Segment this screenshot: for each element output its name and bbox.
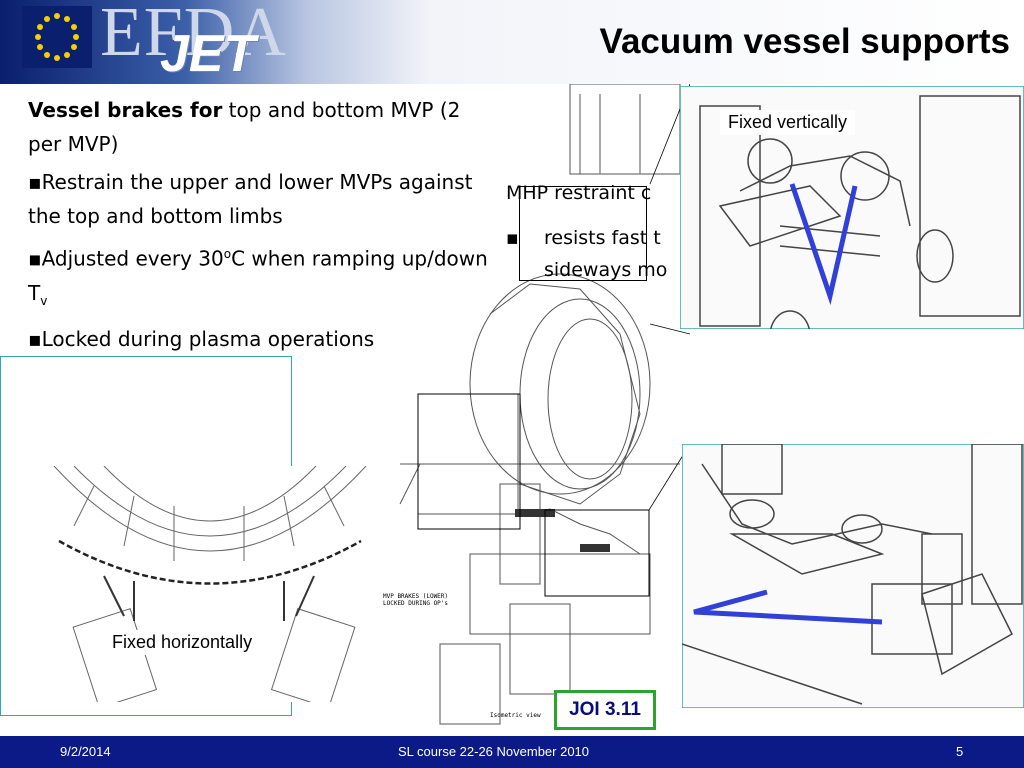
efda-logo-text: EFDA [100, 0, 287, 71]
bullet-icon: ▪ [28, 170, 42, 194]
jet-logo-text: JET [160, 25, 256, 83]
bullet-2-mid: C when ramping up/down T [28, 246, 488, 305]
footer-page-number: 5 [956, 744, 964, 759]
drawing-caption: MVP BRAKES (LOWER) LOCKED DURING OP's [383, 593, 449, 607]
heading-line: Vessel brakes for top and bottom MVP (2 … [28, 93, 488, 161]
mhp-restraint-text: MHP restraint c [506, 182, 652, 204]
bullet-icon: ▪ [28, 326, 42, 351]
fixed-vertically-label: Fixed vertically [720, 110, 856, 135]
bullet-icon: ▪ [28, 246, 42, 271]
heading-bold: Vessel brakes for [28, 98, 223, 122]
mhp-bullet-line-2: sideways mo [544, 259, 668, 281]
mhp-bullet-line-1: ▪resists fast t [506, 222, 667, 254]
bullet-1: ▪Restrain the upper and lower MVPs again… [28, 165, 488, 233]
isometric-drawing [399, 84, 690, 725]
eu-stars-icon [22, 6, 92, 68]
mhp-bullet: ▪resists fast t sideways mo [506, 222, 667, 286]
fixed-horizontally-label: Fixed horizontally [104, 630, 261, 655]
bullet-2-pre: Adjusted every 30 [41, 246, 224, 271]
bullet-2-sub: v [40, 293, 48, 308]
header-banner: EFDA JET Vacuum vessel supports [0, 0, 1024, 84]
footer-course: SL course 22-26 November 2010 [398, 744, 590, 759]
joi-badge: JOI 3.11 [554, 690, 656, 730]
isometric-label: Isometric view [490, 712, 541, 719]
bullet-2: ▪Adjusted every 30oC when ramping up/dow… [28, 237, 488, 318]
bullet-3: ▪Locked during plasma operations [28, 322, 488, 356]
bullet-3-text: Locked during plasma operations [41, 326, 375, 351]
bullet-2-sup: o [223, 247, 232, 261]
footer-bar: 9/2/2014 SL course 22-26 November 2010 5 [0, 736, 1024, 768]
horizontal-brake-drawing [44, 466, 376, 702]
vessel-brakes-text: Vessel brakes for top and bottom MVP (2 … [28, 93, 488, 360]
lower-brake-photo [682, 444, 1024, 708]
callout-box [519, 186, 647, 281]
footer-date: 9/2/2014 [60, 744, 111, 759]
page-title: Vacuum vessel supports [599, 22, 1010, 61]
heading-rest: top and bottom MVP (2 per MVP) [28, 98, 461, 156]
bullet-icon: ▪ [506, 227, 519, 249]
bullet-1-text: Restrain the upper and lower MVPs agains… [28, 170, 473, 228]
